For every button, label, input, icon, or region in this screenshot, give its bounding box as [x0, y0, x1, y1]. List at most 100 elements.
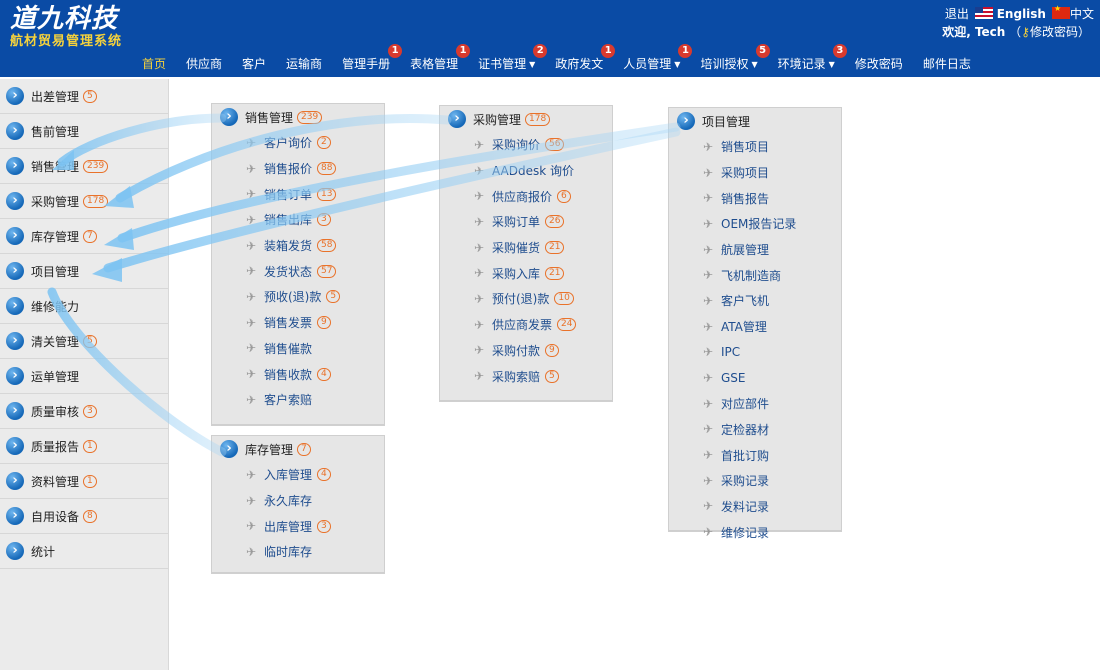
lang-english-link[interactable]: English [974, 6, 1046, 21]
plane-icon: ✈ [246, 315, 257, 330]
panel-link[interactable]: ✈首批订购 [669, 442, 841, 468]
panel-link-label: 定检器材 [721, 422, 770, 437]
panel-link-label: 航展管理 [721, 243, 770, 258]
panel-link[interactable]: ✈ATA管理 [669, 314, 841, 340]
nav-item-12[interactable]: 邮件日志 [913, 52, 981, 76]
sidebar-item-13[interactable]: 统计 [0, 534, 168, 569]
nav-item-9[interactable]: 培训授权▼5 [690, 44, 770, 76]
sidebar-item-label: 维修能力 [31, 299, 80, 314]
change-password-link[interactable]: （⚷修改密码） [1009, 25, 1090, 39]
plane-icon: ✈ [246, 161, 257, 176]
logout-link[interactable]: 退出 [944, 7, 969, 21]
chevron-down-icon: ▼ [751, 60, 758, 69]
panel-title-label: 库存管理 [245, 442, 294, 457]
sidebar-item-6[interactable]: 维修能力 [0, 289, 168, 324]
nav-item-3[interactable]: 运输商 [276, 52, 332, 76]
panel-link[interactable]: ✈AADdesk 询价 [440, 158, 612, 184]
nav-item-6[interactable]: 证书管理▼2 [468, 44, 548, 76]
panel-link[interactable]: ✈飞机制造商 [669, 262, 841, 288]
panel-link[interactable]: ✈发料记录 [669, 494, 841, 520]
panel-link[interactable]: ✈销售报告 [669, 185, 841, 211]
nav-label: 培训授权 [700, 57, 749, 71]
panel-link[interactable]: ✈IPC [669, 340, 841, 366]
nav-item-2[interactable]: 客户 [232, 52, 276, 76]
nav-item-11[interactable]: 修改密码 [845, 52, 913, 76]
sidebar-item-label: 质量报告 [31, 439, 80, 454]
panel-link[interactable]: ✈采购项目 [669, 160, 841, 186]
panel-link[interactable]: ✈销售催款 [212, 336, 384, 362]
panel-link[interactable]: ✈维修记录 [669, 519, 841, 545]
lang-english-label: English [996, 6, 1046, 21]
arrow-right-icon [677, 112, 695, 130]
plane-icon: ✈ [246, 519, 257, 534]
plane-icon: ✈ [246, 264, 257, 279]
panel-link[interactable]: ✈定检器材 [669, 417, 841, 443]
sidebar-item-1[interactable]: 售前管理 [0, 114, 168, 149]
nav-item-1[interactable]: 供应商 [176, 52, 232, 76]
nav-badge: 1 [456, 44, 471, 58]
lang-chinese-link[interactable]: 中文 [1051, 4, 1094, 22]
panel-link[interactable]: ✈OEM报告记录 [669, 211, 841, 237]
panel-link[interactable]: ✈客户索赔 [212, 387, 384, 413]
sidebar-item-8[interactable]: 运单管理 [0, 359, 168, 394]
plane-icon: ✈ [703, 139, 714, 154]
panel-link[interactable]: ✈销售项目 [669, 134, 841, 160]
panel-link[interactable]: ✈对应部件 [669, 391, 841, 417]
panel-link[interactable]: ✈采购记录 [669, 468, 841, 494]
panel-link[interactable]: ✈永久库存 [212, 488, 384, 514]
panel-link-label: 客户索赔 [264, 393, 313, 408]
nav-item-0[interactable]: 首页 [132, 52, 176, 76]
nav-item-8[interactable]: 人员管理▼1 [613, 44, 693, 76]
plane-icon: ✈ [474, 163, 485, 178]
sidebar-item-5[interactable]: 项目管理 [0, 254, 168, 289]
nav-item-10[interactable]: 环境记录▼3 [768, 44, 847, 76]
sidebar-item-label: 项目管理 [31, 264, 80, 279]
arrow-right-icon [6, 402, 24, 420]
panel-title[interactable]: 项目管理 [669, 108, 841, 134]
panel-link[interactable]: ✈临时库存 [212, 539, 384, 565]
plane-icon: ✈ [703, 499, 714, 514]
panel-link[interactable]: ✈航展管理 [669, 237, 841, 263]
arrow-right-icon [6, 542, 24, 560]
panel-link[interactable]: ✈GSE [669, 365, 841, 391]
plane-icon: ✈ [246, 212, 257, 227]
panel-link[interactable]: ✈客户飞机 [669, 288, 841, 314]
count-badge: 21 [545, 266, 565, 280]
